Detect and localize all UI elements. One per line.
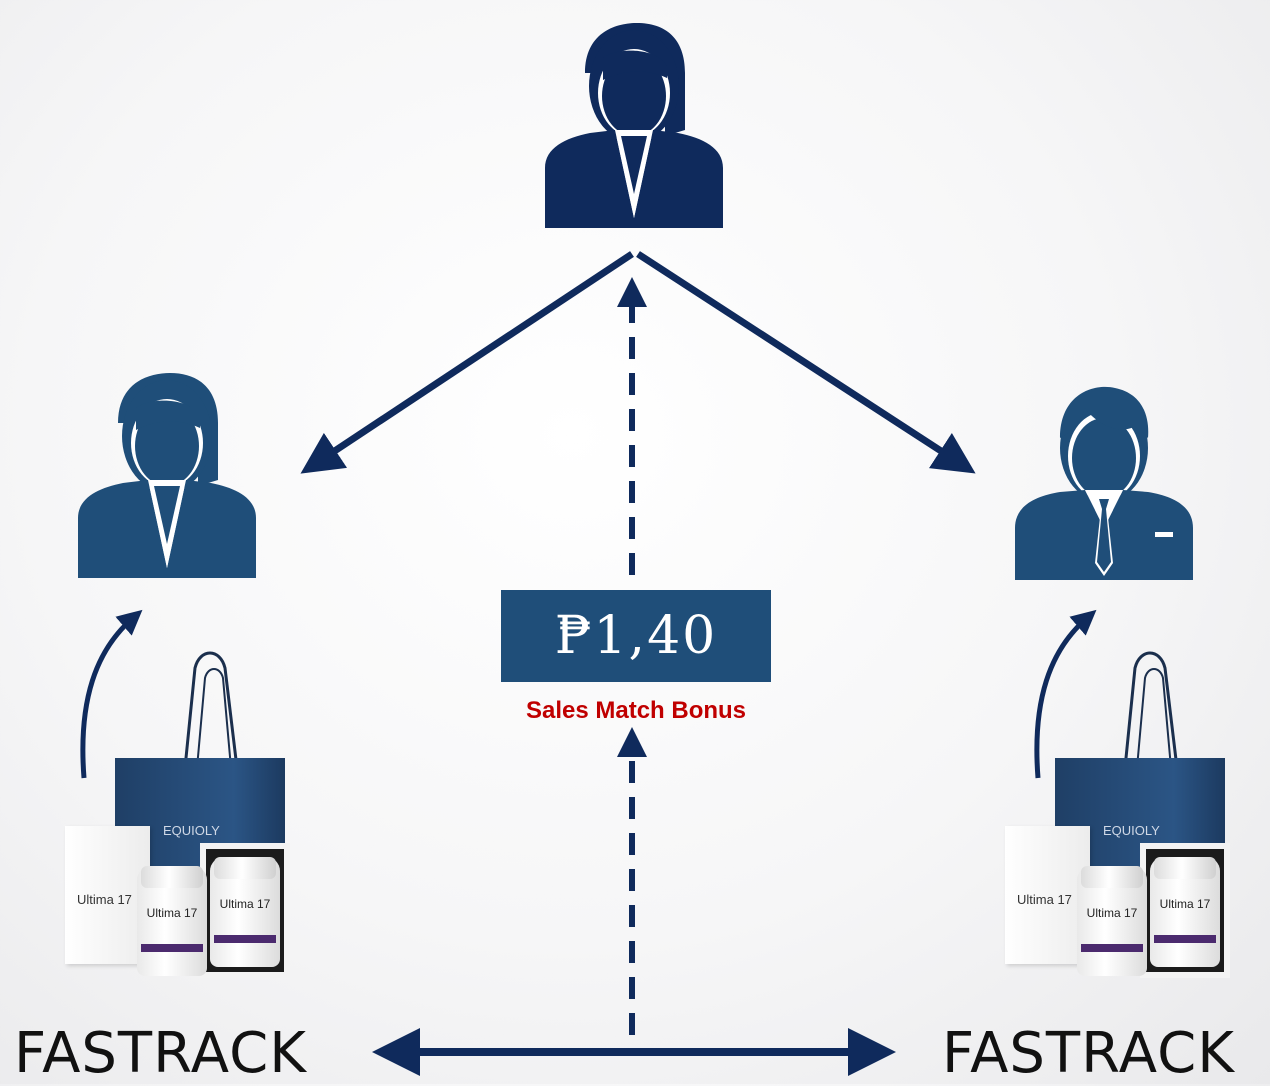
bag-handle <box>183 651 239 768</box>
product-box-white <box>65 826 150 964</box>
arrow-to-right-leg <box>636 251 976 474</box>
bag-brand: EQUIOLY <box>1103 823 1160 838</box>
product-box-label: Ultima 17 <box>1017 892 1072 907</box>
bottle-in-box: Ultima 17 <box>210 857 280 967</box>
bottle-cap <box>214 857 276 879</box>
right-leg-label: FASTRACK <box>942 1021 1235 1086</box>
bottle-front: Ultima 17 <box>137 866 207 976</box>
sales-match-bonus-label: Sales Match Bonus <box>525 697 747 724</box>
left-leg-label: FASTRACK <box>14 1021 307 1086</box>
bottle-label: Ultima 17 <box>1086 906 1138 920</box>
bonus-amount: ₱1,40 <box>554 606 718 666</box>
bottle-cap <box>141 866 203 888</box>
bottle-label: Ultima 17 <box>1159 897 1211 911</box>
bottle-band <box>1081 944 1143 952</box>
bag-brand: EQUIOLY <box>163 823 220 838</box>
bottle-cap <box>1154 857 1216 879</box>
bottle-in-box: Ultima 17 <box>1150 857 1220 967</box>
product-bundle-image: EQUIOLY Ultima 17 Ultima 17 Ultima 17 <box>65 648 305 988</box>
bottle-label: Ultima 17 <box>219 897 271 911</box>
businesswoman-icon <box>545 23 723 228</box>
bottle-cap <box>1081 866 1143 888</box>
product-box-dark: Ultima 17 <box>200 843 290 978</box>
product-bundle-image: EQUIOLY Ultima 17 Ultima 17 Ultima 17 <box>1005 648 1245 988</box>
product-box-dark: Ultima 17 <box>1140 843 1230 978</box>
bag-handle <box>1123 651 1179 768</box>
arrow-to-left-leg <box>300 251 634 474</box>
right-curved-arrow <box>1034 609 1097 779</box>
businesswoman-icon <box>78 373 256 578</box>
left-curved-arrow <box>80 609 143 779</box>
businessman-icon <box>1015 386 1193 580</box>
product-box-white <box>1005 826 1090 964</box>
product-box-label: Ultima 17 <box>77 892 132 907</box>
bottle-front: Ultima 17 <box>1077 866 1147 976</box>
bottle-band <box>141 944 203 952</box>
bottle-band <box>214 935 276 943</box>
bottle-label: Ultima 17 <box>146 906 198 920</box>
bonus-amount-box: ₱1,40 <box>501 590 771 682</box>
bottle-band <box>1154 935 1216 943</box>
